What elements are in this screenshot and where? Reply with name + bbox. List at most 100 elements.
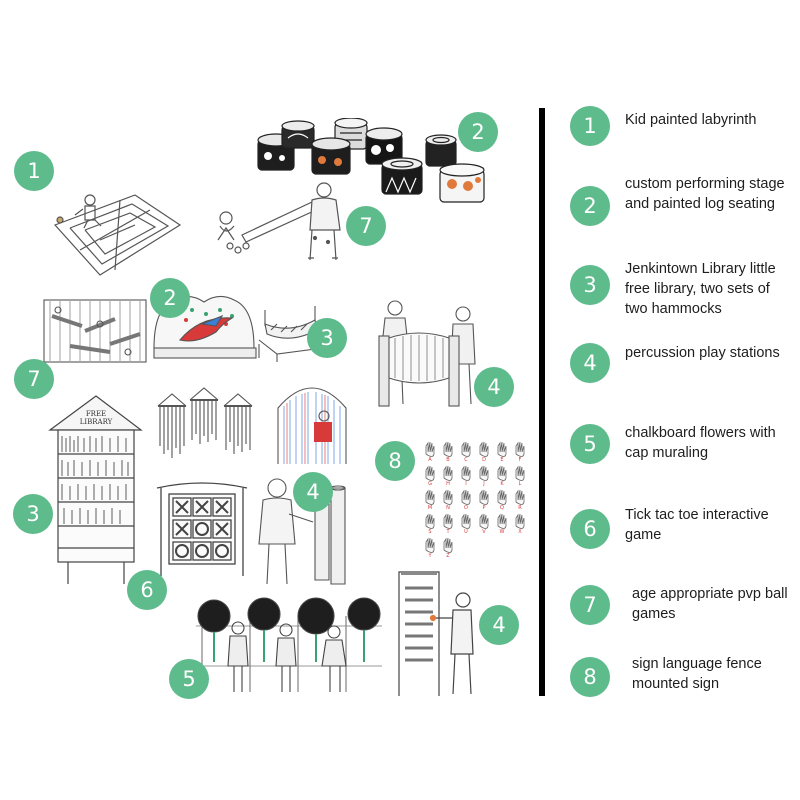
svg-text:O: O: [464, 505, 468, 511]
sign-letter: K: [497, 465, 507, 487]
svg-text:Y: Y: [427, 553, 432, 559]
legend-item-4: 4 percussion play stations: [570, 343, 795, 403]
sign-letter: O: [461, 489, 471, 511]
sign-letter: E: [497, 441, 507, 463]
sign-letter: J: [479, 465, 489, 487]
badge-chalkboard: 5: [169, 659, 209, 699]
badge-stage: 2: [150, 278, 190, 318]
sign-letter: I: [461, 465, 471, 487]
wind-chimes-sketch: [150, 384, 260, 464]
sign-letter: F: [515, 441, 525, 463]
svg-text:X: X: [518, 529, 522, 535]
legend-badge: 8: [570, 657, 610, 697]
badge-log-seating: 2: [458, 112, 498, 152]
badge-chime-tubes: 4: [293, 472, 333, 512]
badge-sign-language: 8: [375, 441, 415, 481]
sign-language-sketch: A B C D E F G H I J K L M N O P Q R S T U V W X Y Z: [418, 436, 528, 566]
sign-letter: X: [515, 513, 525, 535]
sign-letter: Y: [425, 537, 435, 559]
legend-item-7: 7 age appropriate pvp ball games: [570, 585, 795, 645]
svg-text:I: I: [465, 481, 466, 487]
legend-label: custom performing stage and painted log …: [625, 176, 785, 212]
legend-label: percussion play stations: [625, 345, 780, 361]
free-library-sketch: FREE LIBRARY: [48, 392, 143, 587]
legend-label: Kid painted labyrinth: [625, 112, 757, 128]
svg-text:W: W: [500, 529, 505, 535]
ball-wall-sketch: [40, 296, 150, 366]
xylophone-frame-sketch: [395, 566, 485, 701]
sign-letter: D: [479, 441, 489, 463]
log-seating-sketch: [250, 118, 500, 213]
svg-text:E: E: [500, 457, 503, 463]
sign-letter: G: [425, 465, 435, 487]
legend-item-2: 2 custom performing stage and painted lo…: [570, 176, 795, 246]
svg-text:Z: Z: [446, 553, 450, 559]
svg-text:A: A: [428, 457, 432, 463]
legend-item-5: 5 chalkboard flowers with cap muraling: [570, 424, 795, 484]
legend-badge: 1: [570, 106, 610, 146]
svg-text:F: F: [519, 457, 522, 463]
badge-xylophone: 4: [479, 605, 519, 645]
tic-tac-toe-sketch: [155, 480, 250, 580]
sign-letter: L: [515, 465, 525, 487]
svg-text:N: N: [446, 505, 450, 511]
legend-badge: 5: [570, 424, 610, 464]
sign-letter: N: [443, 489, 453, 511]
svg-text:Q: Q: [500, 505, 504, 511]
sign-letter: V: [479, 513, 489, 535]
sign-letter: T: [443, 513, 453, 535]
percussion-panel-sketch: [365, 298, 485, 418]
svg-text:D: D: [482, 457, 486, 463]
sign-letter: C: [461, 441, 471, 463]
svg-text:H: H: [446, 481, 450, 487]
legend-badge: 3: [570, 265, 610, 305]
legend-badge: 6: [570, 509, 610, 549]
legend-badge: 7: [570, 585, 610, 625]
legend-label: Jenkintown Library little free library, …: [625, 261, 776, 317]
svg-text:U: U: [464, 529, 468, 535]
svg-text:P: P: [482, 505, 485, 511]
svg-text:K: K: [500, 481, 504, 487]
ball-game-sketch: [212, 180, 362, 275]
svg-text:S: S: [428, 529, 431, 535]
library-sign-line-1: FREE: [86, 410, 106, 418]
svg-text:V: V: [482, 529, 486, 535]
sign-letter: M: [425, 489, 435, 511]
sign-letter: Q: [497, 489, 507, 511]
badge-free-library: 3: [13, 494, 53, 534]
library-sign-line-2: LIBRARY: [80, 418, 113, 426]
sign-letter: U: [461, 513, 471, 535]
sign-language-chart: A B C D E F G H I J K L M N O P Q R S T U V W X Y Z: [425, 441, 525, 559]
sign-letter: Z: [443, 537, 453, 559]
sign-letter: H: [443, 465, 453, 487]
svg-text:M: M: [428, 505, 432, 511]
svg-text:R: R: [518, 505, 522, 511]
badge-tic-tac-toe: 6: [127, 570, 167, 610]
legend-item-8: 8 sign language fence mounted sign: [570, 656, 795, 717]
labyrinth-sketch: [40, 180, 190, 280]
legend-label: chalkboard flowers with cap muraling: [625, 425, 776, 461]
sign-letter: B: [443, 441, 453, 463]
svg-text:L: L: [519, 481, 522, 487]
divider-line: [539, 108, 545, 696]
legend-label: sign language fence mounted sign: [632, 656, 762, 692]
svg-text:C: C: [464, 457, 468, 463]
badge-hammock: 3: [307, 318, 347, 358]
drum-tent-sketch: [272, 378, 352, 468]
sign-letter: S: [425, 513, 435, 535]
svg-text:J: J: [482, 481, 484, 487]
badge-percussion-panel: 4: [474, 367, 514, 407]
svg-text:G: G: [428, 481, 432, 487]
svg-text:T: T: [445, 529, 450, 535]
chalkboard-flowers-sketch: [194, 586, 384, 696]
badge-labyrinth: 1: [14, 151, 54, 191]
sign-letter: W: [497, 513, 507, 535]
legend-label: Tick tac toe interactive game: [625, 507, 769, 543]
sign-letter: R: [515, 489, 525, 511]
sign-letter: P: [479, 489, 489, 511]
svg-text:B: B: [446, 457, 450, 463]
badge-ball-game: 7: [346, 206, 386, 246]
legend-item-3: 3 Jenkintown Library little free library…: [570, 261, 795, 325]
sign-letter: A: [425, 441, 435, 463]
